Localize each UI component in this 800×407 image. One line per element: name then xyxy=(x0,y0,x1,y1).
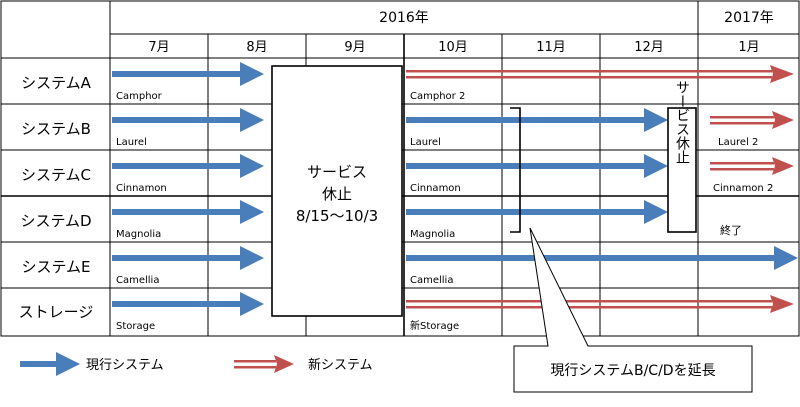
outage-december-text: サービス休止 xyxy=(674,80,690,164)
legend-new-label: 新システム xyxy=(308,357,373,373)
label-laurel: Laurel xyxy=(116,137,147,148)
label-cinnamon: Cinnamon xyxy=(116,183,167,194)
month-nov: 11月 xyxy=(536,40,566,55)
label-camphor-2: Camphor 2 xyxy=(410,91,465,102)
year-2016: 2016年 xyxy=(379,10,429,26)
label-new-storage: 新Storage xyxy=(410,319,459,332)
row-label-system-b: システムB xyxy=(21,120,91,138)
current-arrows-after xyxy=(406,108,798,270)
label-camellia-next: Camellia xyxy=(410,275,453,286)
outage-line1: サービス xyxy=(307,163,367,181)
row-label-system-c: システムC xyxy=(21,166,91,184)
label-storage: Storage xyxy=(116,321,155,332)
row-label-system-a: システムA xyxy=(21,74,92,92)
row-label-system-d: システムD xyxy=(20,212,91,230)
outage-line2: 休止 xyxy=(322,185,352,203)
current-arrows-before xyxy=(112,62,264,316)
callout-box xyxy=(513,227,753,393)
row-label-storage: ストレージ xyxy=(19,303,94,321)
month-dec: 12月 xyxy=(634,40,664,55)
outage-box xyxy=(271,65,403,317)
label-laurel-next: Laurel xyxy=(410,137,441,148)
label-magnolia: Magnolia xyxy=(116,229,161,240)
legend-new-arrow xyxy=(234,355,294,373)
month-jan: 1月 xyxy=(738,40,759,55)
label-magnolia-next: Magnolia xyxy=(410,229,455,240)
row-label-system-e: システムE xyxy=(21,258,90,276)
callout-text: 現行システムB/C/Dを延長 xyxy=(550,363,715,379)
label-end: 終了 xyxy=(720,223,742,237)
label-cinnamon-next: Cinnamon xyxy=(410,183,461,194)
new-system-arrows xyxy=(406,65,794,313)
outage-line3: 8/15〜10/3 xyxy=(296,207,378,225)
label-cinnamon-2: Cinnamon 2 xyxy=(713,183,773,194)
label-camphor: Camphor xyxy=(116,91,163,102)
month-aug: 8月 xyxy=(246,40,267,55)
legend-current-label: 現行システム xyxy=(86,358,164,373)
month-sep: 9月 xyxy=(344,40,365,55)
month-jul: 7月 xyxy=(148,40,169,55)
month-oct: 10月 xyxy=(438,40,468,55)
year-2017: 2017年 xyxy=(724,10,774,26)
extension-bracket xyxy=(510,107,521,233)
legend: 現行システム 新システム xyxy=(20,352,373,376)
label-laurel-2: Laurel 2 xyxy=(718,137,758,148)
label-camellia: Camellia xyxy=(116,275,159,286)
outage-box-december xyxy=(667,107,697,233)
